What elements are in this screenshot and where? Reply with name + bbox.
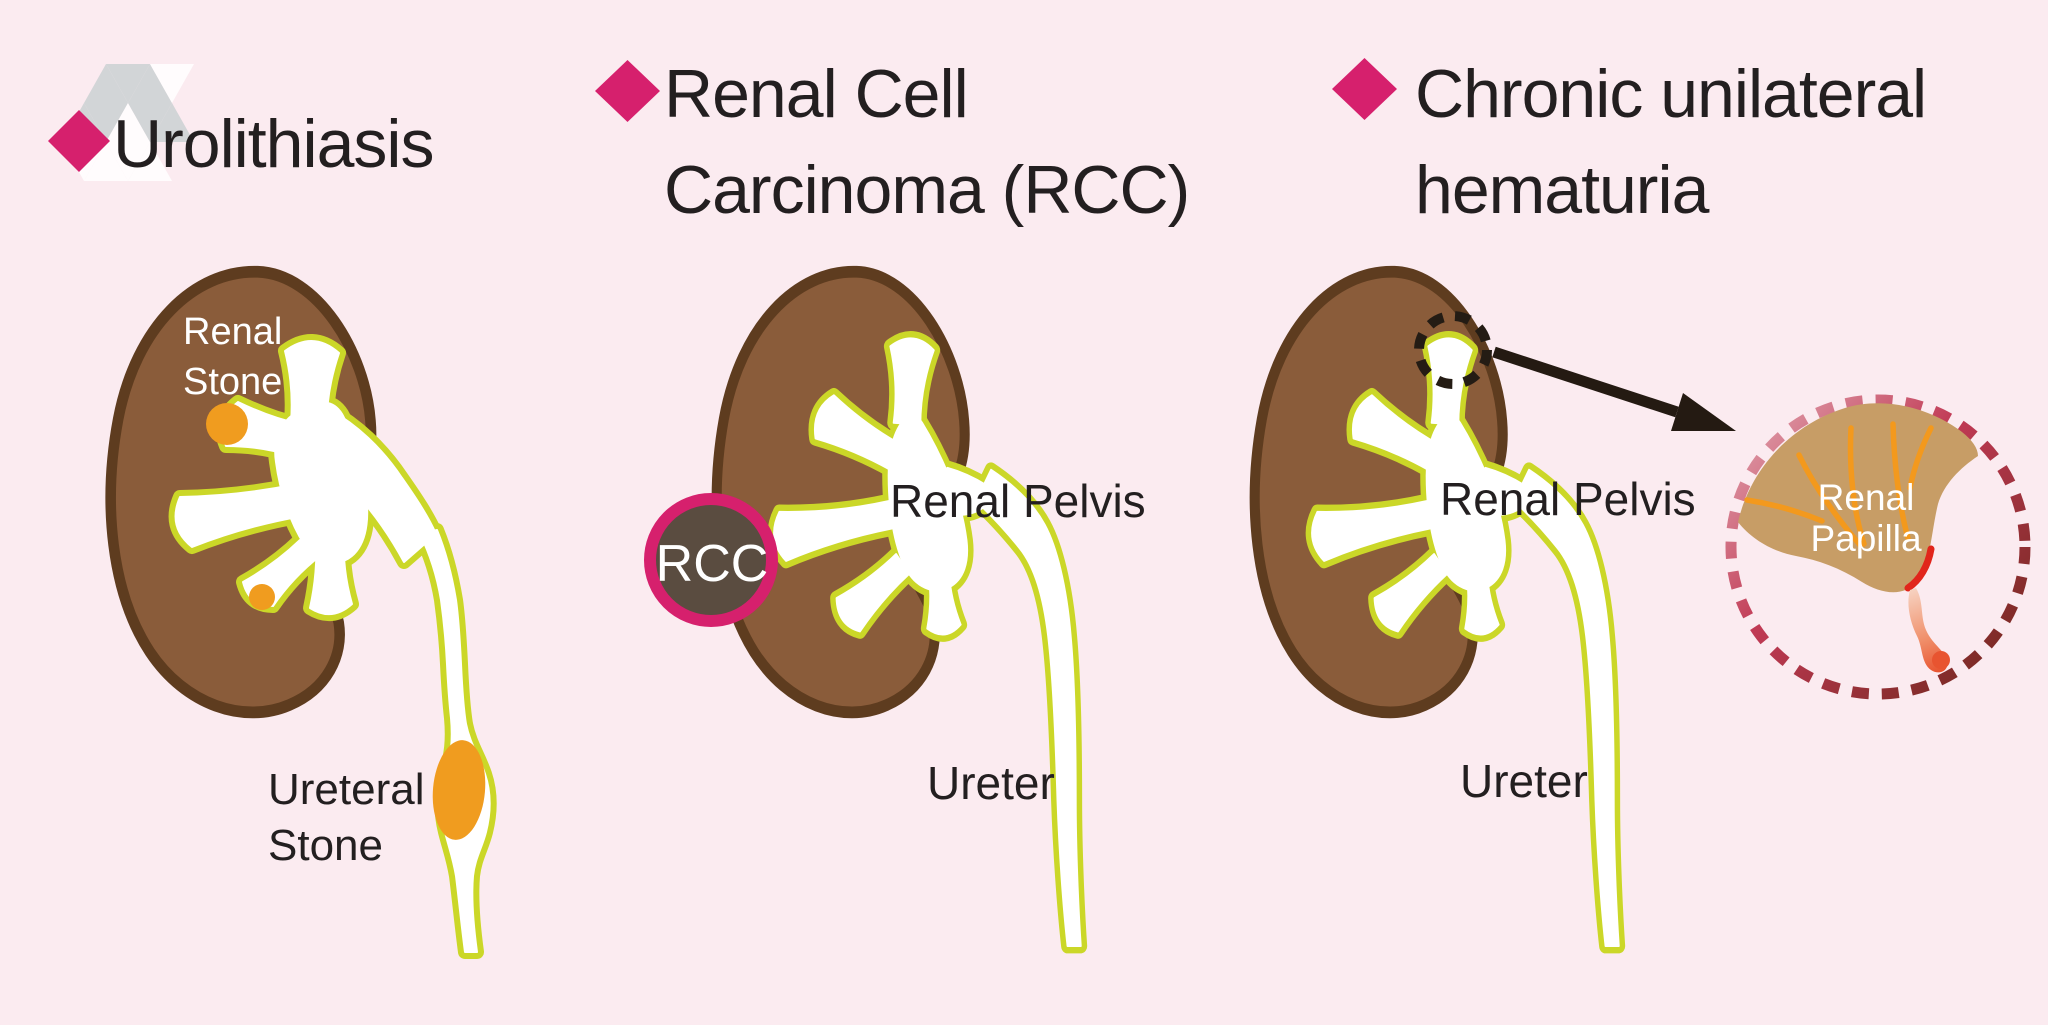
label-line: Stone <box>183 361 283 403</box>
rcc-tumor-circle <box>644 493 778 627</box>
renal-papilla-label: Renal Papilla <box>1776 477 1956 559</box>
diamond-bullet-icon <box>1332 58 1397 120</box>
label-line: Ureteral <box>268 765 425 814</box>
kidney-rcc <box>644 272 1081 946</box>
diamond-bullet-icon <box>48 110 110 172</box>
collecting-duct-lines <box>1744 421 1934 548</box>
renal-pelvis-label: Renal Pelvis <box>1440 473 1696 525</box>
label-line: Papilla <box>1810 518 1922 559</box>
panel-title-rcc: Renal Cell Carcinoma (RCC) <box>664 46 1190 238</box>
title-line: Carcinoma (RCC) <box>664 152 1190 228</box>
renal-stone-shape-small <box>249 584 275 610</box>
title-line: Renal Cell <box>664 56 969 132</box>
ureteral-stone-shape <box>432 740 486 840</box>
panel-title-urolithiasis: Urolithiasis <box>113 96 435 192</box>
kidney-urolithiasis <box>111 272 490 952</box>
blood-trickle <box>1908 588 1948 673</box>
rcc-badge-label: RCC <box>655 535 769 593</box>
title-line: hematuria <box>1415 152 1709 228</box>
renal-stone-shape <box>206 403 248 445</box>
arrow-head <box>1671 393 1736 431</box>
arrow-shaft <box>1492 346 1679 418</box>
renal-papilla-shape <box>1738 403 1978 593</box>
label-line: Stone <box>268 821 383 870</box>
label-line: Renal <box>1817 477 1915 518</box>
renal-papilla-inset <box>1725 394 2031 700</box>
kidney-hematuria <box>1255 272 1736 946</box>
panel-title-hematuria: Chronic unilateral hematuria <box>1415 46 1927 238</box>
renal-pelvis-label: Renal Pelvis <box>890 475 1146 527</box>
ureter-label: Ureter <box>927 757 1055 809</box>
label-line: Renal <box>183 311 283 353</box>
renal-stone-label: Renal Stone <box>183 307 282 407</box>
title-line: Urolithiasis <box>113 106 435 182</box>
ureteral-stone-label: Ureteral Stone <box>268 762 425 874</box>
bleeding-site-mark <box>1904 545 1935 592</box>
inset-dashed-circle <box>1725 394 2031 700</box>
title-line: Chronic unilateral <box>1415 56 1927 132</box>
magnifier-dashed-circle <box>1414 311 1492 389</box>
blood-droplet <box>1932 651 1950 669</box>
ureter-label: Ureter <box>1460 755 1588 807</box>
diamond-bullet-icon <box>595 60 660 122</box>
